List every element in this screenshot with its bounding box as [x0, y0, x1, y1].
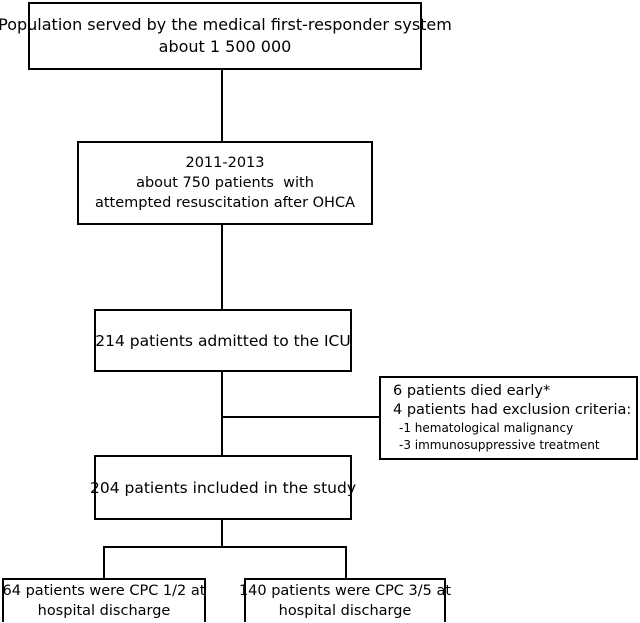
excluded-box: 6 patients died early* 4 patients had ex…: [379, 376, 638, 460]
included-box: 204 patients included in the study: [90, 455, 356, 520]
connector-included-down: [221, 520, 223, 547]
excluded-line3: -1 hematological malignancy: [399, 421, 574, 435]
period-line1: 2011-2013: [185, 155, 265, 171]
excluded-line1: 6 patients died early*: [393, 383, 551, 399]
connector-branch-horizontal: [103, 546, 347, 548]
connector-to-excluded: [221, 416, 379, 418]
connector-period-to-admitted: [221, 225, 223, 309]
included-line1: 204 patients included in the study: [90, 478, 357, 497]
cpc35-box: 140 patients were CPC 3/5 at hospital di…: [239, 578, 451, 622]
excluded-line2: 4 patients had exclusion criteria:: [393, 402, 632, 418]
connector-branch-right: [345, 546, 347, 578]
period-box: 2011-2013 about 750 patients with attemp…: [77, 141, 373, 225]
cpc12-box: 64 patients were CPC 1/2 at hospital dis…: [2, 578, 206, 622]
cpc35-line1: 140 patients were CPC 3/5 at: [238, 583, 452, 599]
population-line1: Population served by the medical first-r…: [0, 15, 452, 34]
cpc35-line2: hospital discharge: [278, 603, 412, 619]
period-line2: about 750 patients with: [136, 175, 314, 191]
connector-branch-left: [103, 546, 105, 578]
connector-population-to-period: [221, 70, 223, 141]
admitted-box: 214 patients admitted to the ICU: [94, 309, 352, 372]
population-box: Population served by the medical first-r…: [0, 2, 452, 70]
admitted-line1: 214 patients admitted to the ICU: [95, 331, 351, 350]
period-line3: attempted resuscitation after OHCA: [94, 195, 356, 211]
cpc12-line2: hospital discharge: [37, 603, 171, 619]
cpc12-line1: 64 patients were CPC 1/2 at: [2, 583, 206, 599]
connector-admitted-to-included: [221, 372, 223, 455]
population-line2: about 1 500 000: [158, 37, 292, 56]
excluded-line4: -3 immunosuppressive treatment: [399, 438, 600, 452]
